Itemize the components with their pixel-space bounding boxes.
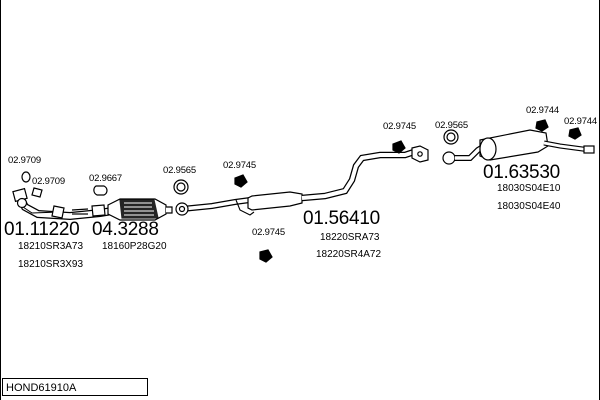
oem-code-middle-silencer-1: 18220SRA73: [320, 232, 380, 243]
accessory-code-hanger-3: 02.9745: [383, 121, 416, 132]
accessory-code-front-2: 02.9709: [32, 176, 65, 187]
oem-code-front-pipe-2: 18210SR3X93: [18, 259, 84, 270]
part-code-catalytic-converter: 04.3288: [92, 219, 159, 240]
ring-gasket-icon: [173, 179, 189, 195]
accessory-code-hanger-4: 02.9744: [526, 105, 559, 116]
accessory-code-gasket-1: 02.9565: [163, 165, 196, 176]
tail-hanger-2-icon: [568, 127, 582, 140]
accessory-code-gasket-2: 02.9565: [435, 120, 468, 131]
accessory-code-hanger-5: 02.9744: [564, 116, 597, 127]
rear-ring-gasket-icon: [443, 129, 459, 145]
intermediate-pipe-drawing: [175, 197, 255, 216]
rubber-hanger-rear-icon: [392, 140, 406, 154]
ring-gasket-inner-icon: [176, 182, 186, 192]
drawing-code-box: HOND61910A: [2, 378, 148, 396]
oem-code-rear-silencer-2: 18030S04E40: [497, 201, 561, 212]
rear-silencer-drawing: [442, 129, 595, 165]
tail-hanger-icon: [535, 119, 549, 132]
front-pipe-drawing: [12, 187, 113, 221]
cat-gasket-icon: [93, 185, 108, 196]
part-code-front-pipe: 01.11220: [4, 219, 80, 240]
rear-ring-gasket-inner-icon: [446, 132, 456, 142]
accessory-code-hanger-2: 02.9745: [252, 227, 285, 238]
oem-code-catalytic-converter: 18160P28G20: [102, 241, 167, 252]
oem-code-middle-silencer-2: 18220SR4A72: [316, 249, 382, 260]
rubber-hanger-icon: [234, 174, 248, 188]
middle-silencer-drawing: [247, 145, 429, 211]
part-code-rear-silencer: 01.63530: [483, 162, 560, 183]
catalytic-converter-drawing: [107, 198, 173, 221]
accessory-icons: [21, 119, 582, 263]
accessory-code-front-1: 02.9709: [8, 155, 41, 166]
accessory-code-hanger-1: 02.9745: [223, 160, 256, 171]
rubber-hanger-lower-icon: [259, 249, 273, 263]
accessory-code-cat: 02.9667: [89, 173, 122, 184]
oem-code-rear-silencer-1: 18030S04E10: [497, 183, 561, 194]
oem-code-front-pipe-1: 18210SR3A73: [18, 241, 84, 252]
drawing-code: HOND61910A: [6, 382, 77, 394]
front-flange-icon: [31, 187, 43, 198]
front-gasket-icon: [21, 171, 31, 183]
part-code-middle-silencer: 01.56410: [303, 208, 380, 229]
